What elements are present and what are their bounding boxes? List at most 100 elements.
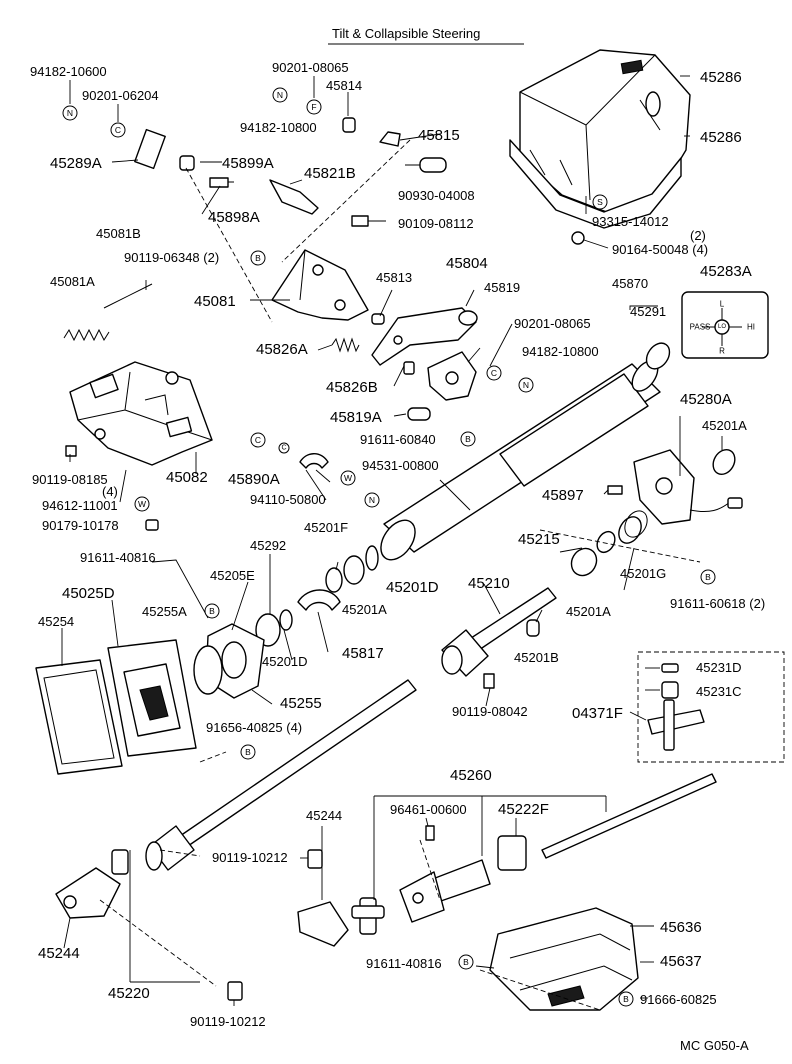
label-90201-08065-mid: 90201-08065 xyxy=(514,316,591,331)
label-45292: 45292 xyxy=(250,538,286,553)
label-45081A: 45081A xyxy=(50,274,95,289)
svg-text:C: C xyxy=(255,435,261,445)
label-90119-10212-lower: 90119-10212 xyxy=(190,1014,266,1029)
screw-96461-00600 xyxy=(425,825,435,841)
spring-45081A xyxy=(63,328,110,342)
label-94182-10800-mid: 94182-10800 xyxy=(522,344,599,359)
label-45201A-mid: 45201A xyxy=(342,602,387,617)
bracket-45289A xyxy=(134,128,166,170)
tilt-lever-45804 xyxy=(371,307,478,366)
label-45244-lower: 45244 xyxy=(38,945,80,962)
svg-text:N: N xyxy=(277,90,283,100)
pin-45819A xyxy=(407,407,431,421)
clip-45201B xyxy=(526,619,540,637)
label-45081: 45081 xyxy=(194,293,236,310)
label-45817: 45817 xyxy=(342,645,384,662)
label-45201D-upper: 45201D xyxy=(386,579,439,596)
label-45025D: 45025D xyxy=(62,585,115,602)
label-90930-04008: 90930-04008 xyxy=(398,188,475,203)
label-90119-08185: 90119-08185 xyxy=(32,472,108,487)
label-45898A: 45898A xyxy=(208,209,260,226)
screw-45897 xyxy=(607,485,623,495)
label-45291: 45291 xyxy=(630,304,666,319)
code-symbols: N C N F S B C N C C B W N W B B B B B xyxy=(62,87,716,1007)
label-91656-40825: 91656-40825 (4) xyxy=(206,720,302,735)
label-45286-upper: 45286 xyxy=(700,69,742,86)
svg-text:C: C xyxy=(491,368,497,378)
label-45260: 45260 xyxy=(450,767,492,784)
pivot-45815 xyxy=(379,131,401,147)
diagram-title: Tilt & Collapsible Steering xyxy=(332,26,480,41)
label-94110-50800: 94110-50800 xyxy=(250,492,326,507)
label-45819: 45819 xyxy=(484,280,520,295)
assembly-guide-lines xyxy=(99,139,701,1011)
label-45205E: 45205E xyxy=(210,568,255,583)
ring-45201D-lower xyxy=(279,609,293,631)
bushing-45817 xyxy=(297,589,341,611)
svg-text:C: C xyxy=(115,125,121,135)
leader-lines xyxy=(61,75,723,1006)
bolt-90930-04008 xyxy=(405,157,447,173)
svg-text:B: B xyxy=(255,253,261,263)
ring-45201D-upper xyxy=(365,545,379,571)
label-90201-08065-top: 90201-08065 xyxy=(272,60,349,75)
label-45289A: 45289A xyxy=(50,155,102,172)
bolt-90119-10212-lower xyxy=(227,981,243,1001)
bolt-90119-08042 xyxy=(483,673,495,689)
label-90109-08112: 90109-08112 xyxy=(398,216,474,231)
label-90119-10212-upper: 90119-10212 xyxy=(212,850,288,865)
label-45826A: 45826A xyxy=(256,341,308,358)
bolt-90119-10212-upper xyxy=(307,849,323,869)
label-45201F: 45201F xyxy=(304,520,348,535)
bolt-90109-08112 xyxy=(351,215,386,227)
shift-pattern-plate-45283A: L R PASS LO HI xyxy=(681,291,769,359)
label-94182-10800-top: 94182-10800 xyxy=(240,120,317,135)
label-45082: 45082 xyxy=(166,469,208,486)
label-45201B: 45201B xyxy=(514,650,559,665)
label-45815: 45815 xyxy=(418,127,460,144)
column-tube-45870 xyxy=(380,360,661,561)
lever-plate-45819 xyxy=(427,351,477,401)
plate-l-label: L xyxy=(720,300,725,309)
svg-text:F: F xyxy=(311,102,316,112)
bearing-45292 xyxy=(255,613,281,647)
svg-text:W: W xyxy=(138,499,146,509)
label-45244-upper: 45244 xyxy=(306,808,342,823)
spring-45826A xyxy=(331,337,360,353)
label-90119-qty: (4) xyxy=(102,484,118,499)
rod-45081B xyxy=(103,283,153,309)
label-45201G: 45201G xyxy=(620,566,666,581)
svg-text:N: N xyxy=(369,495,375,505)
label-45637: 45637 xyxy=(660,953,702,970)
plate-hi-label: HI xyxy=(747,323,755,332)
label-93315-qty: (2) xyxy=(690,228,706,243)
label-45636: 45636 xyxy=(660,919,702,936)
footer-code: MC G050-A xyxy=(680,1038,749,1053)
part-labels: 94182-10600 90201-06204 45289A 90201-080… xyxy=(30,60,765,1053)
boot-plate-45025D xyxy=(107,639,197,757)
svg-text:S: S xyxy=(597,197,603,207)
label-45821B: 45821B xyxy=(304,165,356,182)
bushing-45813 xyxy=(371,313,385,325)
label-45201A-upper: 45201A xyxy=(702,418,747,433)
label-45280A: 45280A xyxy=(680,391,732,408)
plate-r-label: R xyxy=(719,347,725,356)
label-45220: 45220 xyxy=(108,985,150,1002)
bolt-90164-50048 xyxy=(571,231,585,245)
upper-column-cover xyxy=(509,49,691,229)
label-91611-60840: 91611-60840 xyxy=(360,432,436,447)
switch-45280A xyxy=(633,449,743,525)
label-90119-08042: 90119-08042 xyxy=(452,704,528,719)
bushing-45826B xyxy=(403,361,415,375)
svg-text:B: B xyxy=(209,606,215,616)
label-45899A: 45899A xyxy=(222,155,274,172)
lever-bracket-45081 xyxy=(271,249,369,321)
label-91666-60825: 91666-60825 xyxy=(640,992,717,1007)
bearing-45201A-upper xyxy=(712,448,736,476)
label-94612-11001: 94612-11001 xyxy=(42,498,118,513)
label-45814: 45814 xyxy=(326,78,362,93)
link-45821B xyxy=(269,179,319,215)
fitting-04371F xyxy=(647,699,705,751)
screw-45898A xyxy=(209,177,234,188)
label-45231C: 45231C xyxy=(696,684,742,699)
